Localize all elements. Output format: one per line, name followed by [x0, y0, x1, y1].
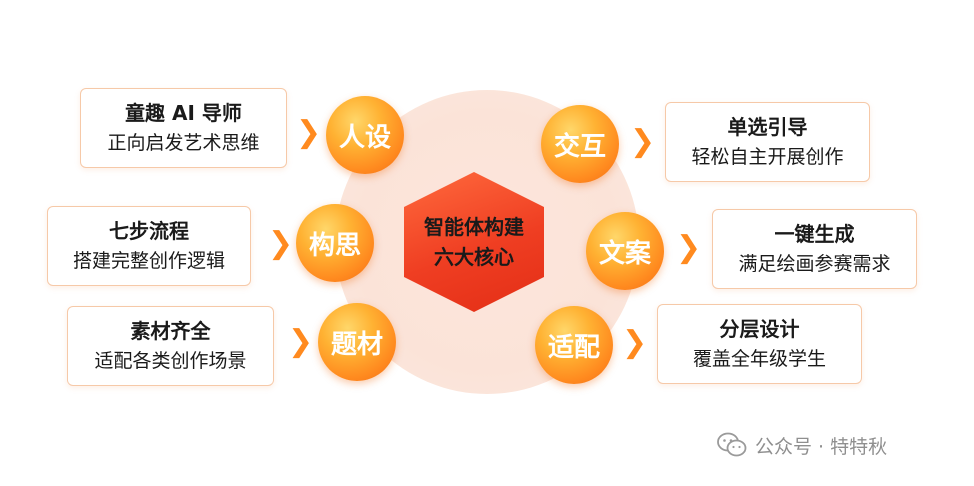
arrow-topic-icon: ❯ — [288, 324, 314, 359]
card-concept: 七步流程 搭建完整创作逻辑 — [47, 206, 251, 286]
card-adapt-desc: 覆盖全年级学生 — [692, 348, 826, 370]
card-copy: 一键生成 满足绘画参赛需求 — [712, 209, 917, 289]
node-topic: 题材 — [318, 303, 396, 381]
node-persona: 人设 — [326, 96, 404, 174]
card-topic-desc: 适配各类创作场景 — [94, 350, 247, 372]
node-copy: 文案 — [586, 212, 664, 290]
card-interaction-desc: 轻松自主开展创作 — [691, 146, 844, 168]
center-label-line1: 智能体构建 — [424, 215, 524, 239]
card-copy-desc: 满足绘画参赛需求 — [738, 253, 891, 275]
arrow-copy-icon: ❯ — [676, 230, 702, 265]
card-persona-title: 童趣 AI 导师 — [125, 101, 242, 125]
card-concept-title: 七步流程 — [109, 219, 189, 243]
arrow-concept-icon: ❯ — [268, 226, 294, 261]
card-copy-title: 一键生成 — [774, 222, 855, 246]
card-concept-desc: 搭建完整创作逻辑 — [72, 250, 225, 272]
node-adapt: 适配 — [535, 306, 613, 384]
arrow-persona-icon: ❯ — [296, 115, 322, 150]
node-concept: 构思 — [296, 204, 374, 282]
card-topic-title: 素材齐全 — [130, 319, 211, 343]
card-interaction-title: 单选引导 — [727, 115, 808, 139]
card-adapt: 分层设计 覆盖全年级学生 — [657, 304, 862, 384]
card-persona: 童趣 AI 导师 正向启发艺术思维 — [80, 88, 287, 168]
wechat-icon — [717, 432, 747, 457]
card-persona-desc: 正向启发艺术思维 — [107, 132, 260, 154]
arrow-adapt-icon: ❯ — [622, 325, 648, 360]
card-topic: 素材齐全 适配各类创作场景 — [67, 306, 274, 386]
card-adapt-title: 分层设计 — [719, 317, 800, 341]
arrow-interaction-icon: ❯ — [630, 124, 656, 159]
watermark: 公众号 · 特特秋 — [717, 430, 887, 460]
node-interaction: 交互 — [541, 105, 619, 183]
card-interaction: 单选引导 轻松自主开展创作 — [665, 102, 870, 182]
center-label: 智能体构建 六大核心 — [404, 172, 544, 312]
center-label-line2: 六大核心 — [434, 245, 514, 269]
watermark-text: 公众号 · 特特秋 — [755, 435, 888, 458]
